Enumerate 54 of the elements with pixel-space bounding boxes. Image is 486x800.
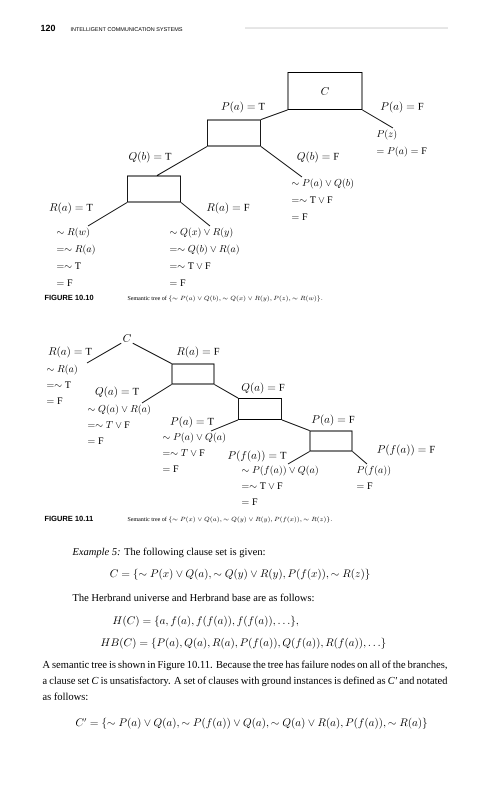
derivation-text: $P(f(a))$ $= \mathrm{F}$	[356, 465, 390, 489]
edge-label: $Q(a) = \mathrm{F}$	[240, 382, 286, 394]
derivation-text: $\sim R(w)$ $= \sim R(a)$ $= \sim \mathrm{T}$ $= \mathrm{F}$	[57, 227, 95, 286]
derivation-text: $\sim P(a) \vee Q(a)$ $= \sim T \vee \mathrm{F}$ $= \mathrm{F}$	[163, 432, 225, 472]
tree-node-box: $C$	[288, 72, 362, 110]
tree-node-box	[310, 430, 352, 452]
derivation-text: $\sim R(a)$ $= \sim \mathrm{T}$ $= \mathrm{F}$	[47, 364, 77, 404]
derivation-text: $\sim P(a) \vee Q(b)$ $= \sim \mathrm{T} \vee \mathrm{F}$ $= \mathrm{F}$	[292, 178, 353, 220]
page-number: 120	[41, 24, 56, 32]
branch-line	[86, 342, 122, 364]
body-text: Example 5: The following clause set is given:	[72, 548, 265, 558]
derivation-text: $\sim Q(a) \vee R(a)$ $= \sim T \vee \mathrm{F}$ $= \mathrm{F}$	[88, 404, 150, 444]
derivation-text: $\sim P(f(a)) \vee Q(a)$ $= \sim \mathrm{T} \vee \mathrm{F}$ $= \mathrm{F}$	[242, 465, 318, 505]
edge-label: $P(a) = \mathrm{F}$	[310, 414, 356, 426]
edge-label: $R(a) = \mathrm{F}$	[175, 346, 221, 358]
branch-line	[260, 146, 302, 178]
branch-line	[88, 202, 128, 226]
branch-line	[142, 384, 172, 404]
figure-caption: $\text{Semantic tree of } \{\sim P(a) \vee Q(b), \sim Q(x) \vee R(y), P(z), \sim R(w)\}.$	[128, 296, 322, 302]
edge-label: $P(a) = \mathrm{T}$	[220, 100, 266, 114]
edge-label: $Q(b) = \mathrm{F}$	[296, 150, 340, 164]
formula: $HB(C) = \{P(a), Q(a), R(a), P(f(a)), Q(f(a)), R(f(a)), \ldots\}$	[100, 638, 386, 649]
branch-line	[210, 420, 238, 432]
tree-node-box	[207, 120, 261, 146]
branch-line	[180, 202, 210, 226]
body-text: The Herbrand universe and Herbrand base are as follows:	[72, 594, 314, 602]
edge-label: $R(a) = \mathrm{F}$	[205, 202, 251, 214]
edge-label: $P(f(a)) = \mathrm{F}$	[376, 444, 436, 456]
branch-line	[214, 384, 238, 398]
formula: $H(C) = \{a, f(a), f(f(a)), f(f(a)), \ldots\},$	[112, 616, 298, 627]
root-label: $C$	[123, 334, 131, 342]
branch-line	[260, 110, 288, 120]
derivation-text: $\sim Q(x) \vee R(y)$ $= \sim Q(b) \vee R(a)$ $= \sim \mathrm{T} \vee \mathrm{F}$ $= \mathrm{F}$	[170, 227, 239, 286]
body-paragraph: A semantic tree is shown in Figure 10.11. Because the tree has failure nodes on all of the branches, a clause set C is unsatisfactory. A set of clauses with ground instances is defined as C′ and notated as follows:	[42, 660, 448, 700]
derivation-text: $P(z)$ $= P(a) = \mathrm{F}$	[376, 129, 426, 156]
edge-label: $Q(b) = \mathrm{T}$	[128, 150, 172, 164]
edge-label: $R(a) = \mathrm{T}$	[48, 202, 94, 214]
edge-label: $Q(a) = \mathrm{T}$	[94, 386, 140, 398]
branch-line	[132, 342, 172, 364]
edge-label: $P(a) = \mathrm{T}$	[169, 416, 215, 428]
branch-line	[352, 451, 368, 464]
edge-label: $P(f(a)) = \mathrm{T}$	[226, 450, 288, 462]
tree-node-box	[238, 398, 282, 420]
tree-node-box	[127, 176, 181, 202]
edge-label: $R(a) = \mathrm{T}$	[47, 346, 93, 358]
formula: $C = \{\sim P(x) \vee Q(a), \sim Q(y) \vee R(y), P(f(x)), \sim R(z)\}$	[110, 568, 370, 580]
figure-caption: $\text{Semantic tree of } \{\sim P(x) \vee Q(a), \sim Q(y) \vee R(y), P(f(x)), \sim R(z)\}.$	[128, 516, 332, 522]
branch-line	[362, 110, 394, 128]
branch-line	[156, 146, 208, 176]
edge-label: $P(a) = \mathrm{F}$	[379, 100, 425, 114]
tree-node-box	[172, 364, 214, 384]
branch-line	[288, 451, 310, 464]
formula: $C' = \{\sim P(a) \vee Q(a), \sim P(f(a)) \vee Q(a), \sim Q(a) \vee R(a), P(f(a)), \sim R(a)\}$	[76, 718, 427, 729]
branch-line	[282, 420, 310, 431]
